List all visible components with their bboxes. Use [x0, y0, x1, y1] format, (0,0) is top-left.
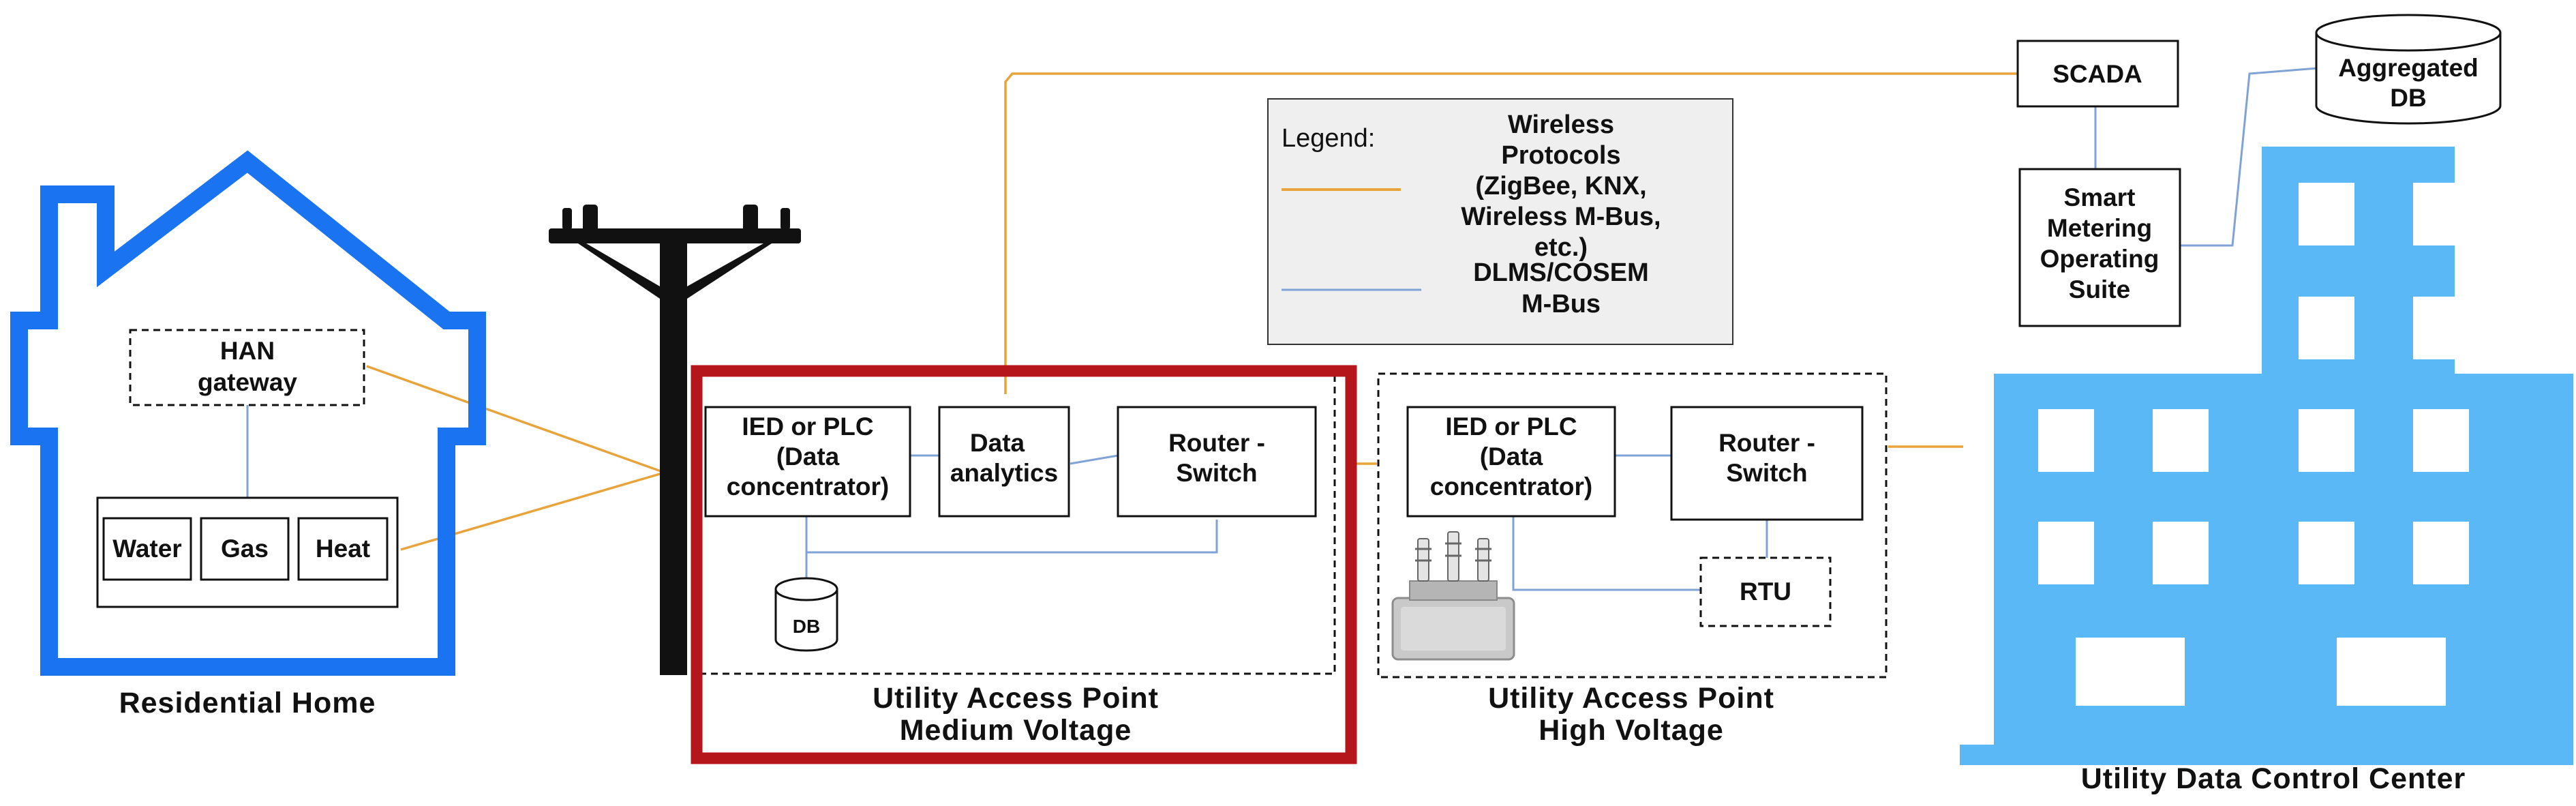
legend-box — [1267, 98, 1733, 345]
heat-meter-box[interactable] — [297, 517, 389, 581]
hv-router-label-2: Switch — [1726, 459, 1807, 487]
mv-ied-box[interactable] — [704, 406, 911, 518]
han-gateway-label-2: gateway — [198, 368, 297, 396]
legend-wired-2: M-Bus — [1521, 290, 1601, 318]
control-center: SCADA Smart Metering Operating Suite Agg… — [1960, 14, 2573, 795]
legend-wireless-2: Protocols — [1501, 141, 1620, 170]
database-icon[interactable] — [774, 577, 838, 652]
mv-db-label: DB — [793, 616, 820, 637]
scada-box[interactable] — [2016, 40, 2179, 108]
mv-router-box[interactable] — [1117, 406, 1317, 518]
legend-wireless-3: (ZigBee, KNX, — [1475, 172, 1646, 200]
mv-router-label-1: Router - — [1168, 429, 1265, 457]
hv-ied-box[interactable] — [1406, 406, 1616, 518]
water-meter-box[interactable] — [102, 517, 192, 581]
han-gateway-box[interactable] — [129, 329, 365, 406]
wireless-link-han-to-pole — [366, 365, 665, 474]
wired-link-smos-to-aggdb — [2180, 67, 2318, 247]
wired-link-hv-ied-to-transformer — [1512, 516, 1701, 591]
mv-caption-2: Medium Voltage — [900, 714, 1132, 747]
scada-label: SCADA — [2052, 60, 2142, 88]
control-center-caption: Utility Data Control Center — [2081, 762, 2466, 795]
hv-ied-label-2: (Data — [1480, 443, 1543, 471]
hv-ied-label-1: IED or PLC — [1445, 413, 1577, 441]
mv-analytics-label-1: Data — [970, 429, 1025, 457]
hv-caption-1: Utility Access Point — [1488, 682, 1774, 715]
mv-analytics-box[interactable] — [938, 406, 1070, 518]
aggregated-db-label-1: Aggregated — [2338, 54, 2479, 82]
aggregated-database-icon[interactable] — [2315, 14, 2502, 125]
wired-link-analytics-to-router — [1070, 454, 1119, 465]
mv-analytics-label-2: analytics — [950, 459, 1058, 487]
mv-router-label-2: Switch — [1176, 459, 1257, 487]
mv-ied-label-3: concentrator) — [727, 473, 889, 501]
wireless-link-scada-to-mv — [1004, 72, 2018, 394]
wired-links — [246, 67, 2318, 591]
mv-caption-1: Utility Access Point — [873, 682, 1159, 715]
mv-ied-label-2: (Data — [776, 443, 840, 471]
legend-wireless-4: Wireless M-Bus, — [1461, 203, 1661, 231]
residential-home-caption: Residential Home — [119, 687, 376, 719]
hv-rtu-box[interactable] — [1699, 556, 1832, 627]
hv-ied-label-3: concentrator) — [1430, 473, 1592, 501]
hv-rtu-label: RTU — [1740, 578, 1791, 606]
mv-highlight-frame — [691, 365, 1357, 764]
han-gateway-label-1: HAN — [220, 337, 275, 365]
house-icon — [10, 150, 486, 676]
gas-meter-box[interactable] — [200, 517, 290, 581]
mv-ied-label-1: IED or PLC — [742, 413, 873, 441]
transformer-icon — [1391, 531, 1515, 661]
high-voltage-access-point: IED or PLC (Data concentrator) Router - … — [1377, 372, 1888, 747]
smos-label-4: Suite — [2069, 275, 2130, 303]
residential-home: HAN gateway Water Gas Heat Residential H… — [10, 150, 486, 719]
legend-wireless-5: etc.) — [1534, 233, 1588, 262]
hv-router-box[interactable] — [1670, 406, 1864, 521]
hv-caption-2: High Voltage — [1539, 714, 1724, 747]
wired-link-mv-loop — [805, 516, 1218, 554]
smos-label-3: Operating — [2040, 245, 2160, 273]
smos-label-2: Metering — [2047, 214, 2152, 242]
hv-router-label-1: Router - — [1718, 429, 1815, 457]
building-icon — [1960, 147, 2573, 765]
legend-wireless-1: Wireless — [1508, 110, 1614, 139]
water-meter-label: Water — [112, 535, 181, 563]
legend-title: Legend: — [1282, 124, 1375, 153]
heat-meter-label: Heat — [316, 535, 370, 563]
aggregated-db-label-2: DB — [2390, 84, 2426, 112]
medium-voltage-access-point: IED or PLC (Data concentrator) Data anal… — [691, 365, 1357, 764]
legend-wired-1: DLMS/COSEM — [1473, 258, 1649, 287]
smos-label-1: Smart — [2064, 183, 2136, 211]
gas-meter-label: Gas — [221, 535, 269, 563]
utility-pole-icon — [549, 205, 801, 675]
smos-box[interactable] — [2018, 168, 2181, 327]
legend: Legend: Wireless Protocols (ZigBee, KNX,… — [1267, 98, 1733, 345]
